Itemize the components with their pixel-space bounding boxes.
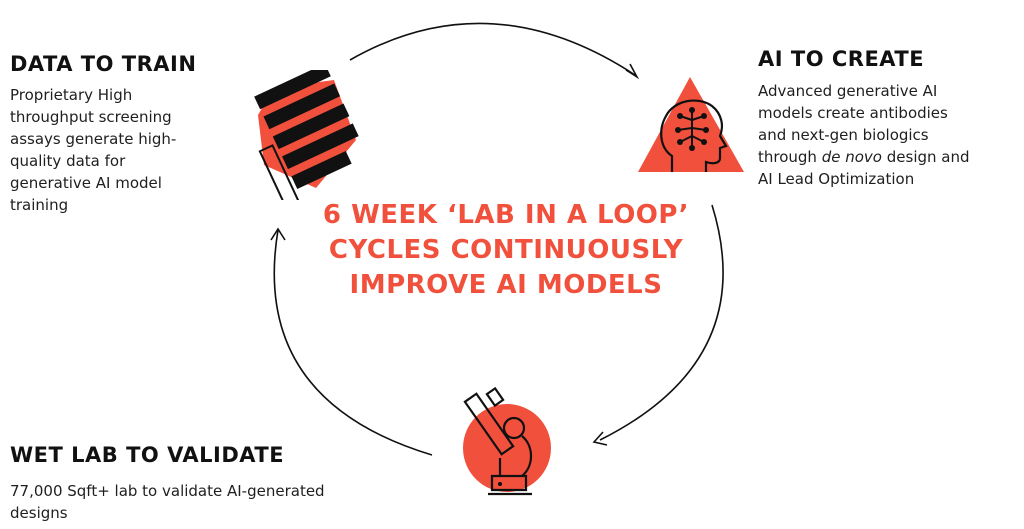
desc-line: generative AI model [10, 174, 162, 192]
microscope-icon [463, 386, 551, 496]
desc-line: 77,000 Sqft+ lab to validate AI-generate… [10, 482, 325, 500]
desc-line: through de novo design and [758, 146, 1020, 168]
arrowhead-data [270, 227, 286, 241]
desc-line: Advanced generative AI [758, 82, 938, 100]
wet-lab-description: 77,000 Sqft+ lab to validate AI-generate… [10, 480, 430, 524]
ai-head-icon [638, 77, 744, 172]
desc-line: models create antibodies [758, 104, 948, 122]
desc-line: and next-gen biologics [758, 126, 929, 144]
ai-to-create-description: Advanced generative AI models create ant… [758, 80, 1020, 190]
desc-line: quality data for [10, 152, 126, 170]
desc-line: AI Lead Optimization [758, 170, 915, 188]
center-line: 6 WEEK ‘LAB IN A LOOP’ [322, 200, 690, 230]
desc-text: through [758, 148, 822, 166]
arrow-data-to-ai [349, 22, 636, 76]
arrow-lab-to-data [273, 229, 433, 456]
dna-strand-icon [254, 70, 359, 200]
arrowhead-ai [625, 63, 640, 80]
desc-line: designs [10, 504, 68, 522]
center-line: IMPROVE AI MODELS [349, 270, 663, 300]
ai-to-create-heading: AI TO CREATE [758, 47, 925, 71]
arrow-ai-to-lab [599, 204, 724, 441]
desc-line: Proprietary High [10, 86, 133, 104]
data-to-train-heading: DATA TO TRAIN [10, 52, 197, 76]
desc-text: design and [881, 148, 970, 166]
center-line: CYCLES CONTINUOUSLY [328, 235, 684, 265]
wet-lab-heading: WET LAB TO VALIDATE [10, 443, 285, 467]
desc-italic: de novo [821, 148, 882, 166]
arrowhead-lab [592, 431, 608, 446]
data-to-train-description: Proprietary High throughput screening as… [10, 84, 240, 216]
cycle-center-title: 6 WEEK ‘LAB IN A LOOP’ CYCLES CONTINUOUS… [296, 198, 716, 303]
desc-line: assays generate high- [10, 130, 177, 148]
desc-line: training [10, 196, 69, 214]
desc-line: throughput screening [10, 108, 172, 126]
